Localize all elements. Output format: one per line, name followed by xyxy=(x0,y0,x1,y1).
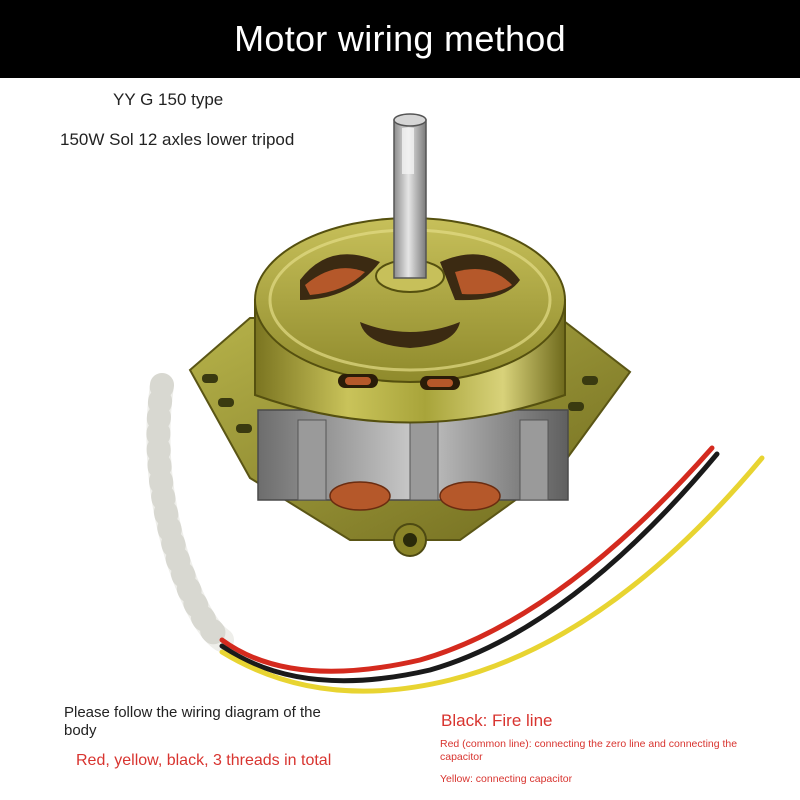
spec-line: 150W Sol 12 axles lower tripod xyxy=(60,130,295,149)
header-bar: Motor wiring method xyxy=(0,0,800,78)
black-wire-note: Black: Fire line xyxy=(441,711,553,730)
motor-housing xyxy=(254,217,566,424)
model-name: YY G 150 type xyxy=(113,90,224,109)
red-wire-note: Red (common line): connecting the zero l… xyxy=(440,738,738,763)
wire-summary: Red, yellow, black, 3 threads in total xyxy=(76,752,332,769)
motor-shaft xyxy=(393,113,427,279)
yellow-wire-note: Yellow: connecting capacitor xyxy=(440,773,573,785)
lead-wires xyxy=(146,373,765,694)
wiring-instruction: Please follow the wiring diagram of the … xyxy=(64,704,321,739)
stator-core xyxy=(257,409,569,511)
page-title: Motor wiring method xyxy=(234,18,566,59)
washing-machine-motor-icon xyxy=(146,113,765,694)
